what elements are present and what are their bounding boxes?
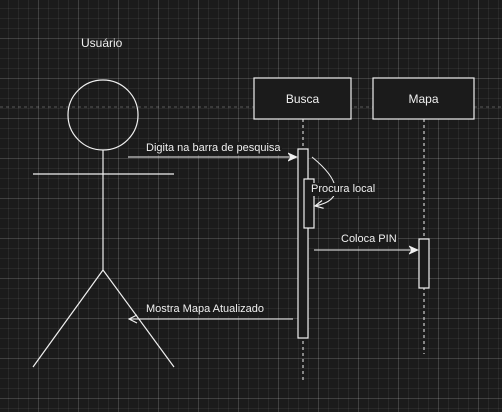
actor-name: Usuário	[81, 36, 123, 50]
message-label-mostra-mapa: Mostra Mapa Atualizado	[145, 303, 266, 316]
lifeline-busca-box[interactable]	[253, 77, 352, 120]
activation-mapa[interactable]	[418, 238, 430, 289]
actor-stick-figure[interactable]	[32, 79, 175, 368]
lifeline-mapa-label: Mapa	[408, 91, 439, 106]
message-arrow-procura-local[interactable]	[311, 156, 336, 206]
activation-busca[interactable]	[297, 148, 309, 339]
message-label-digita: Digita na barra de pesquisa	[145, 142, 282, 155]
lifeline-busca[interactable]	[253, 77, 352, 380]
lifeline-mapa[interactable]	[372, 77, 475, 354]
message-label-procura-local: Procura local	[310, 183, 377, 196]
actor-head	[67, 79, 139, 151]
lifeline-busca-label: Busca	[285, 91, 320, 106]
actor-left-leg	[32, 269, 104, 368]
message-label-coloca-pin: Coloca PIN	[340, 233, 398, 246]
